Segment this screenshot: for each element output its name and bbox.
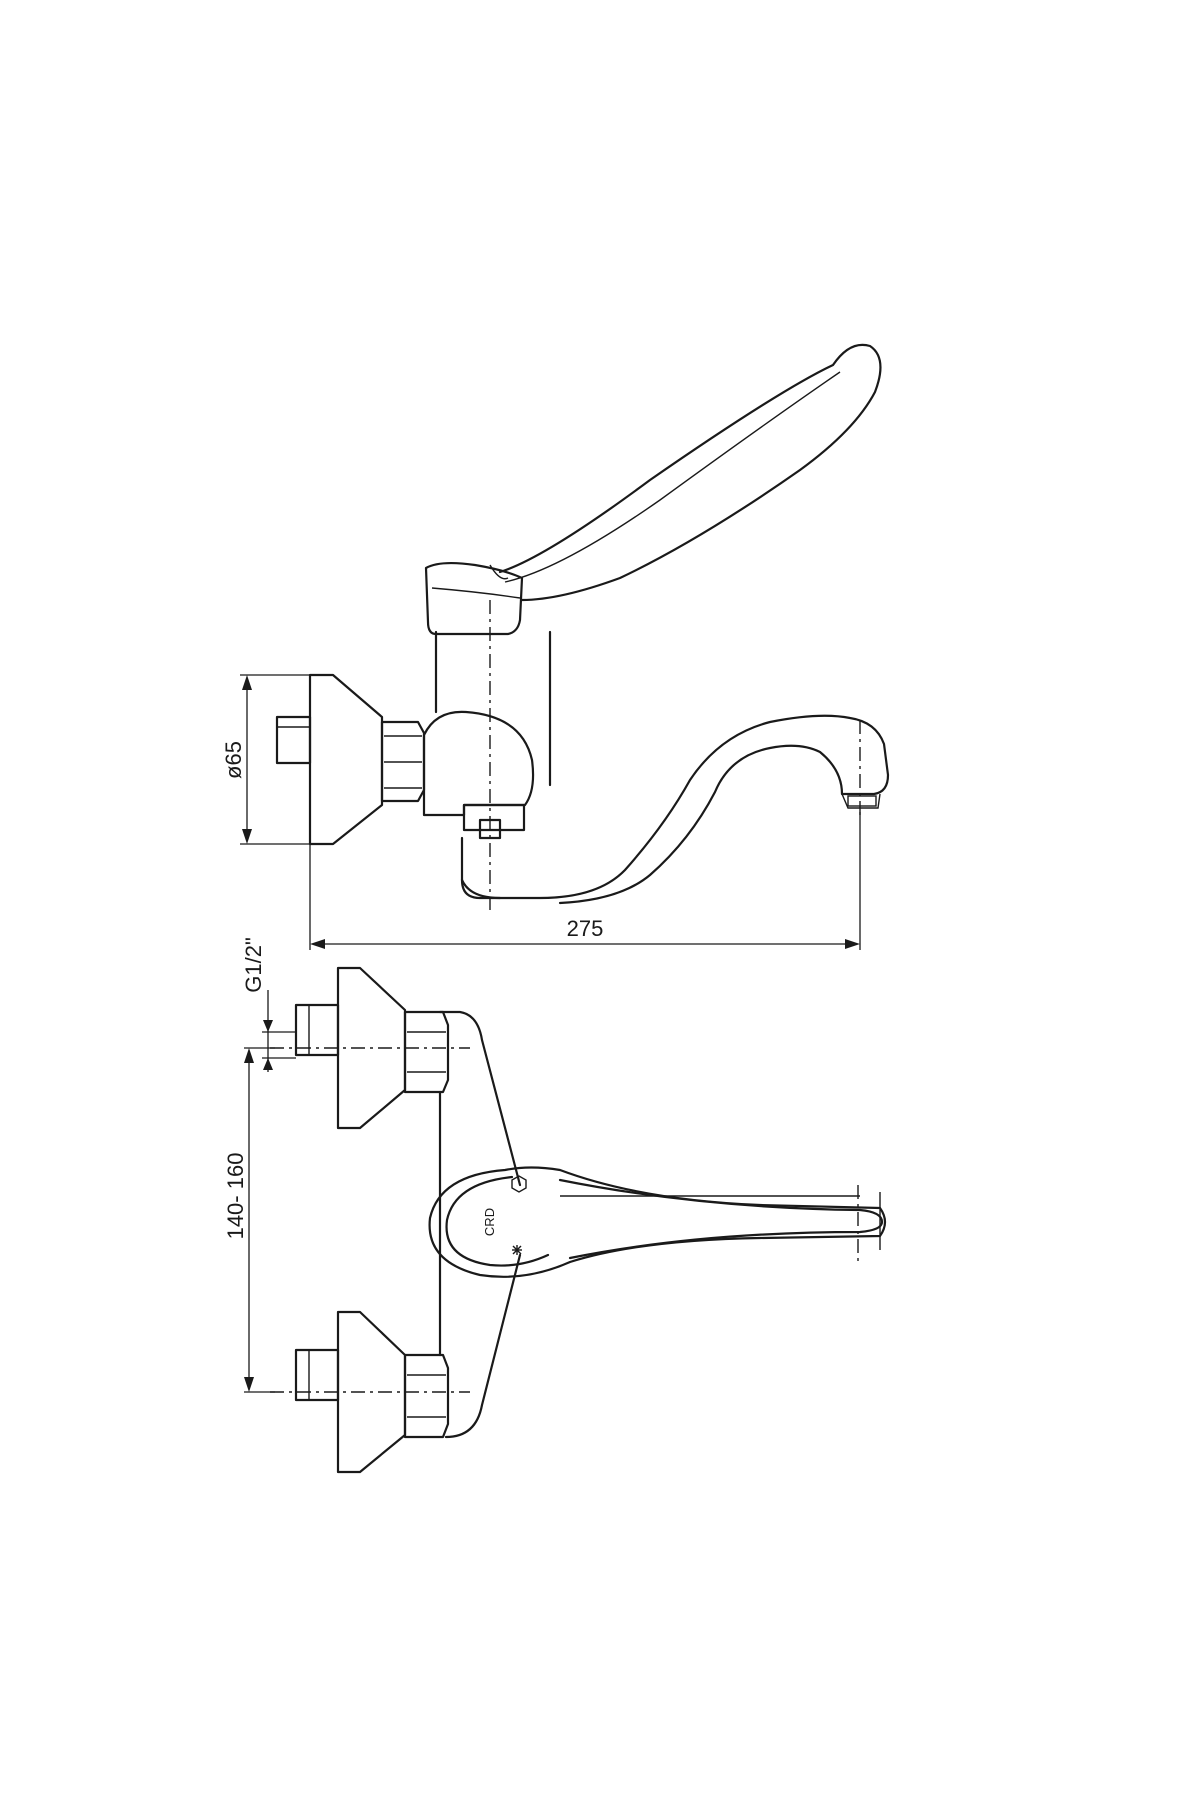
spacing-dimension: 140- 160: [223, 1047, 275, 1393]
inlet-stub: [275, 715, 312, 765]
spacing-label: 140- 160: [223, 1153, 248, 1240]
projection-dimension: 275: [309, 812, 861, 950]
brand-logo: CRD: [482, 1208, 497, 1236]
thread-dimension: G1/2": [241, 937, 296, 1072]
wall-flange: [308, 673, 384, 846]
thread-label: G1/2": [241, 937, 266, 993]
lever-front: [558, 1178, 884, 1260]
aerator: [841, 793, 881, 809]
outlet-nut: [462, 803, 526, 832]
lower-nut: [403, 1353, 450, 1439]
hot-indicator-icon: [511, 1175, 527, 1193]
cold-indicator-icon: [512, 1245, 522, 1255]
diameter-dimension: ø65: [221, 674, 310, 845]
lever-base: [424, 561, 524, 636]
diameter-label: ø65: [221, 741, 246, 779]
valve-elbow: [422, 710, 535, 817]
spout: [460, 714, 890, 905]
projection-label: 275: [567, 916, 604, 941]
lever-handle: [498, 343, 882, 602]
upper-nut: [403, 1010, 450, 1094]
valve-body: [434, 630, 552, 787]
side-view: [275, 343, 890, 910]
front-view: CRD: [270, 966, 887, 1474]
lever-hub-front: [428, 1166, 887, 1278]
